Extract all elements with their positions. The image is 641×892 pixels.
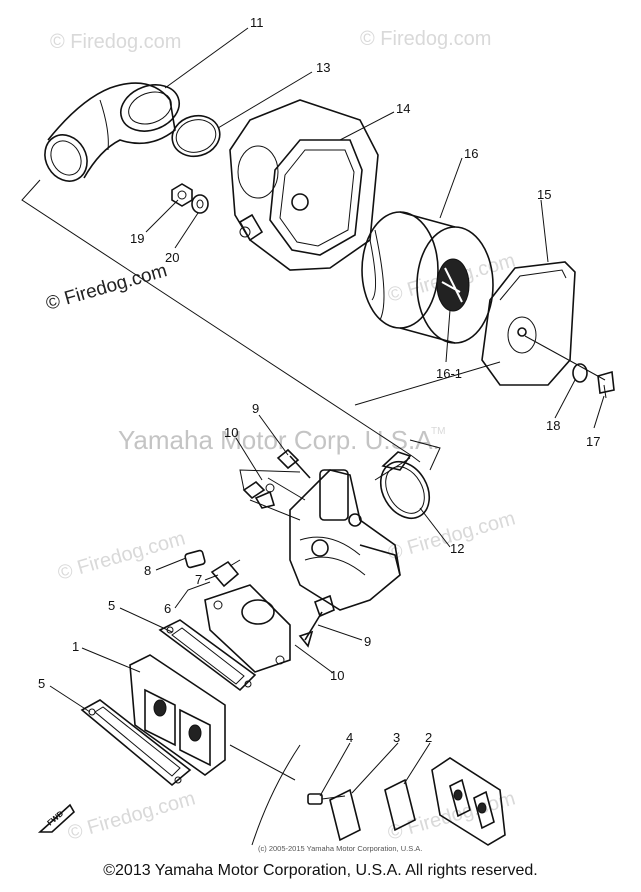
callout-10-lower: 10	[330, 668, 344, 683]
gasket-5-bottom	[80, 699, 192, 787]
watermark-firedog-top-left: © Firedog.com	[50, 31, 181, 53]
callout-7: 7	[195, 572, 202, 587]
watermark-small-copyright: (c) 2005-2015 Yamaha Motor Corporation, …	[258, 844, 422, 853]
bolt-9-lower	[298, 594, 335, 648]
carburetor	[249, 469, 401, 611]
callout-14: 14	[396, 101, 410, 116]
callout-15: 15	[537, 187, 551, 202]
reed-stopper-2	[431, 757, 506, 846]
reed-petal-3	[329, 778, 416, 842]
air-filter-16	[361, 211, 494, 344]
insulator-6	[204, 584, 291, 673]
callout-2: 2	[425, 730, 432, 745]
clamp-band-12	[379, 451, 431, 520]
callout-6: 6	[164, 601, 171, 616]
fitting-8	[184, 549, 206, 569]
washer-18	[572, 363, 588, 383]
watermark-firedog-top-right: © Firedog.com	[360, 28, 491, 50]
reed-valve-1	[129, 654, 226, 776]
watermark-firedog-lower-left: © Firedog.com	[55, 527, 187, 584]
callout-9-top: 9	[252, 401, 259, 416]
callout-17: 17	[586, 434, 600, 449]
watermark-firedog-bottom-left: © Firedog.com	[65, 787, 197, 844]
air-box-case-14	[229, 99, 379, 271]
callout-5-bottom: 5	[38, 676, 45, 691]
intake-duct-11	[44, 82, 180, 182]
callout-18: 18	[546, 418, 560, 433]
watermark-firedog-bottom-right: © Firedog.com	[385, 787, 517, 844]
lower-frame-lines	[229, 469, 301, 846]
callout-5-top: 5	[108, 598, 115, 613]
gasket-ring-13	[171, 114, 221, 158]
callout-9-lower: 9	[364, 634, 371, 649]
watermark-yamaha: Yamaha Motor Corp. U.S.A.	[118, 425, 440, 455]
callout-13: 13	[316, 60, 330, 75]
bolt-17	[597, 370, 615, 399]
callout-16: 16	[464, 146, 478, 161]
callout-12: 12	[450, 541, 464, 556]
callout-10-top: 10	[224, 425, 238, 440]
watermark-tm: TM	[431, 426, 445, 437]
leader-lines	[49, 27, 605, 797]
callout-19: 19	[130, 231, 144, 246]
callout-4: 4	[346, 730, 353, 745]
filter-cap-15	[481, 261, 576, 386]
callout-3: 3	[393, 730, 400, 745]
callout-20: 20	[165, 250, 179, 265]
callout-16-1: 16-1	[436, 366, 462, 381]
watermark-firedog-lower-right: © Firedog.com	[385, 507, 517, 564]
washer-10-top	[242, 480, 276, 509]
fitting-7	[210, 559, 241, 588]
washer-20	[191, 194, 209, 214]
callout-8: 8	[144, 563, 151, 578]
callout-11: 11	[250, 15, 264, 30]
watermark-layer: © Firedog.com © Firedog.com © Firedog.co…	[44, 28, 518, 853]
gasket-5-top	[158, 619, 257, 692]
callout-1: 1	[72, 639, 79, 654]
screw-9-top	[276, 448, 311, 479]
copyright-footer: ©2013 Yamaha Motor Corporation, U.S.A. A…	[103, 862, 538, 879]
watermark-firedog-dark: © Firedog.com	[44, 260, 170, 315]
callout-labels: 11 13 14 16 15 19 20 16-1 18 17 9 10 12 …	[38, 15, 600, 745]
